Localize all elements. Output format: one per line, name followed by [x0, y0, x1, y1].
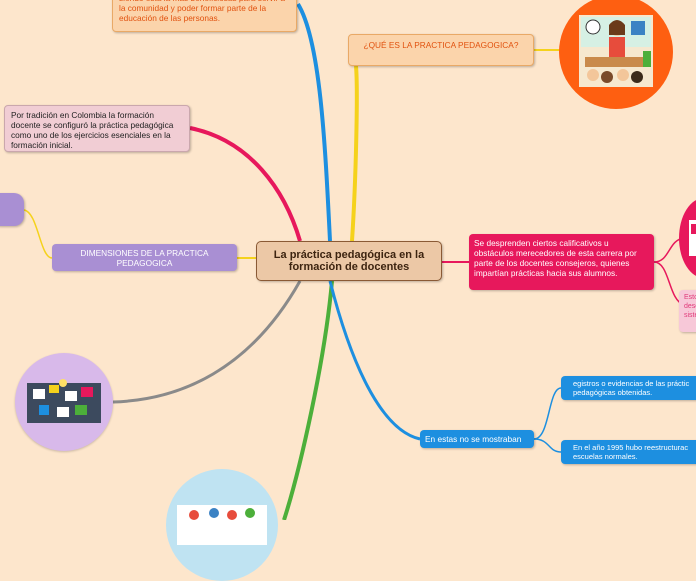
branch-blue-top [298, 4, 330, 241]
central-topic-text: La práctica pedagógica en la formación d… [257, 249, 441, 273]
branch-gray [113, 281, 300, 402]
node-calificativos-text: Se desprenden ciertos calificativos u ob… [474, 238, 637, 278]
node-tradicion-text: Por tradición en Colombia la formación d… [11, 110, 173, 150]
node-estos-partial[interactable]: Esto desc siste de s [679, 290, 696, 332]
branch-blue-down [330, 281, 420, 439]
node-no-mostraban[interactable]: En estas no se mostraban [420, 430, 534, 448]
branch-yellow [352, 66, 357, 241]
branch-red-left [190, 128, 300, 241]
group-svg [166, 469, 278, 581]
node-purple-stub[interactable] [0, 193, 24, 226]
node-registros[interactable]: egistros o evidencias de las práctic ped… [561, 376, 696, 400]
node-registros-text: egistros o evidencias de las práctic ped… [573, 379, 689, 397]
node-anio-1995-text: En el año 1995 hubo reestructurac escuel… [573, 443, 688, 461]
branch-yellow-stub [24, 210, 52, 258]
node-anio-1995[interactable]: En el año 1995 hubo reestructurac escuel… [561, 440, 696, 464]
node-que-es-text: ¿QUÉ ES LA PRACTICA PEDAGOGICA? [364, 40, 519, 50]
branch-blue-sub-a [534, 388, 561, 439]
teacher-classroom-illustration[interactable] [559, 0, 673, 109]
node-calificativos[interactable]: Se desprenden ciertos calificativos u ob… [469, 234, 654, 290]
node-no-mostraban-text: En estas no se mostraban [425, 434, 521, 444]
hands-with-cards-svg [15, 353, 113, 451]
branch-green [284, 281, 332, 520]
node-que-es[interactable]: ¿QUÉ ES LA PRACTICA PEDAGOGICA? [348, 34, 534, 66]
teacher-classroom-svg [559, 0, 673, 109]
node-dimensiones-text: DIMENSIONES DE LA PRACTICA PEDAGOGICA [80, 248, 208, 268]
hands-with-cards-illustration[interactable] [15, 353, 113, 451]
node-top-orange[interactable]: siendo esta la más beneficiosas para ser… [112, 0, 297, 32]
node-top-orange-text: siendo esta la más beneficiosas para ser… [119, 0, 285, 23]
branch-blue-sub-b [534, 439, 561, 452]
node-dimensiones[interactable]: DIMENSIONES DE LA PRACTICA PEDAGOGICA [52, 244, 237, 271]
group-illustration[interactable] [166, 469, 278, 581]
node-estos-partial-text: Esto desc siste de s [684, 294, 696, 319]
node-tradicion[interactable]: Por tradición en Colombia la formación d… [4, 105, 190, 152]
central-topic[interactable]: La práctica pedagógica en la formación d… [256, 241, 442, 281]
